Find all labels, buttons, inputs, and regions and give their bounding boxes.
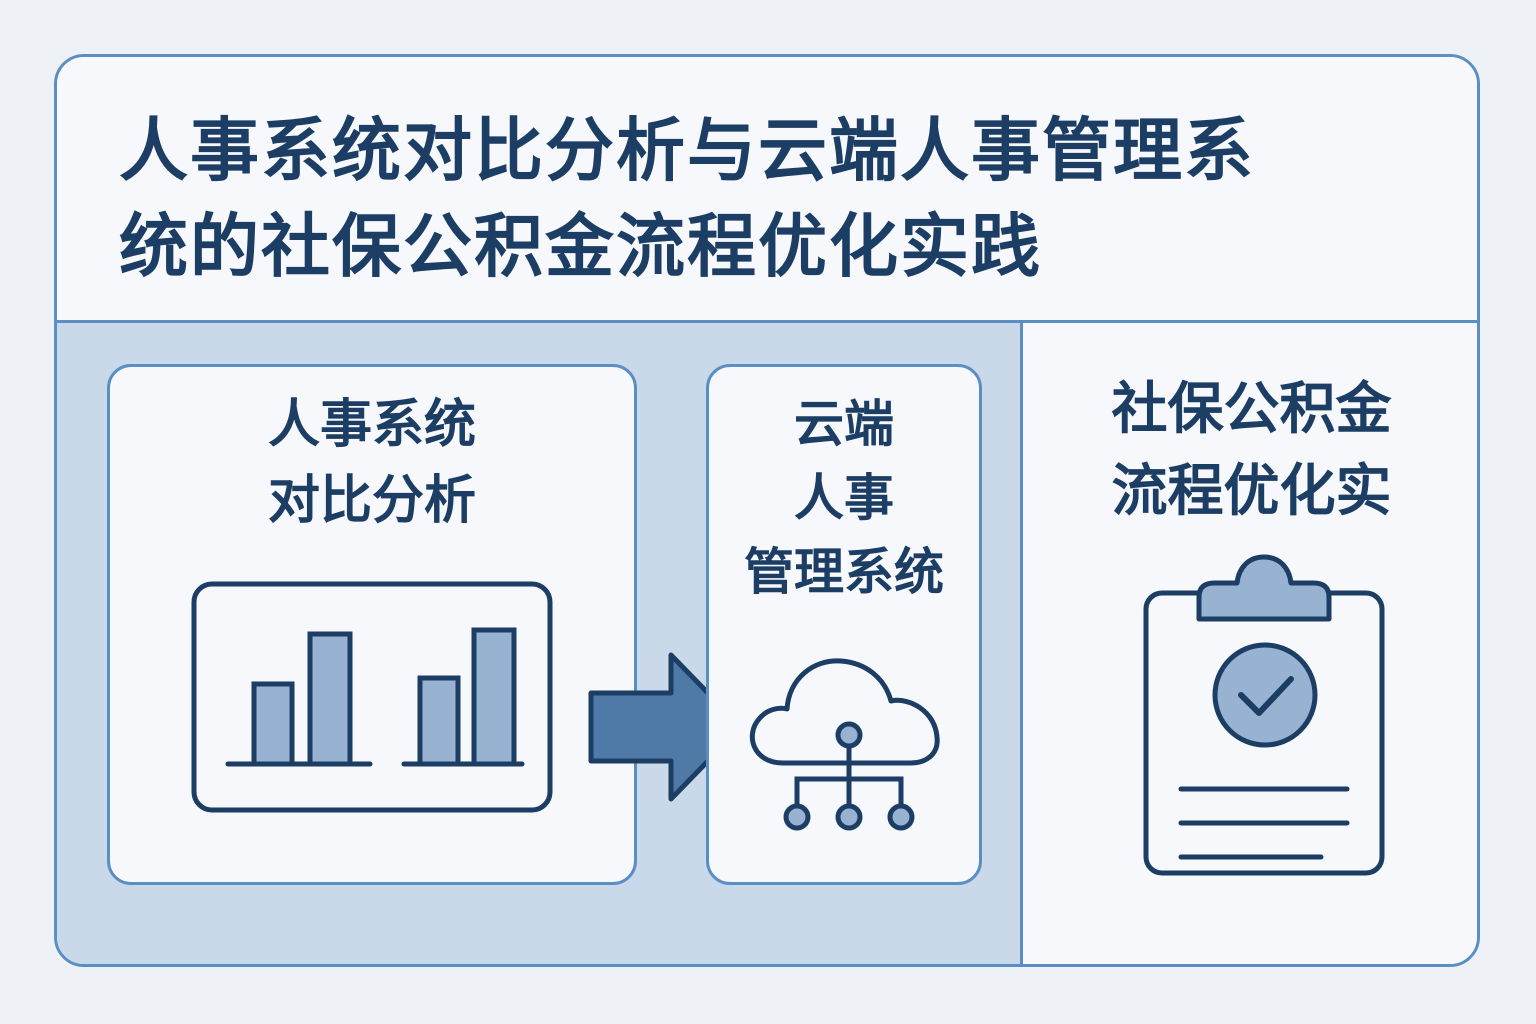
title-line-2: 统的社保公积金流程优化实践 — [119, 207, 1042, 287]
cloud-hr-title-line-1: 云端 — [794, 395, 894, 453]
cloud-network-icon — [749, 658, 940, 831]
bar — [471, 627, 517, 767]
check-circle-icon — [1212, 642, 1318, 748]
cloud-hr-title: 云端 人事 管理系统 — [709, 387, 979, 609]
title-line-1: 人事系统对比分析与云端人事管理系 — [119, 111, 1255, 191]
cloud-hr-title-line-2: 人事 — [794, 469, 894, 527]
diagram-frame: 人事系统对比分析与云端人事管理系 统的社保公积金流程优化实践 人事系统 对比分析 — [54, 54, 1480, 967]
network-hub-node — [835, 721, 863, 749]
hr-comparison-title: 人事系统 对比分析 — [110, 387, 634, 539]
social-security-title-line-1: 社保公积金 — [1111, 377, 1392, 442]
clipboard-check-icon — [1143, 554, 1385, 876]
hr-comparison-card: 人事系统 对比分析 — [107, 364, 637, 885]
right-panel: 社保公积金 流程优化实 — [1023, 323, 1477, 964]
left-panel: 人事系统 对比分析 云端 — [57, 323, 1023, 964]
bar-group-left — [225, 631, 373, 767]
cloud-hr-card: 云端 人事 管理系统 — [706, 364, 982, 885]
bar-chart-icon — [191, 581, 553, 813]
bar-group-right — [401, 627, 525, 767]
bar — [251, 681, 295, 767]
page-title: 人事系统对比分析与云端人事管理系 统的社保公积金流程优化实践 — [119, 103, 1459, 295]
hr-comparison-title-line-1: 人事系统 — [267, 395, 476, 455]
bar — [307, 631, 353, 767]
network-node — [887, 803, 915, 831]
bar — [417, 675, 461, 767]
social-security-title: 社保公积金 流程优化实 — [1023, 369, 1477, 533]
network-node — [783, 803, 811, 831]
header: 人事系统对比分析与云端人事管理系 统的社保公积金流程优化实践 — [57, 57, 1477, 323]
cloud-hr-title-line-3: 管理系统 — [744, 543, 944, 601]
network-node — [835, 803, 863, 831]
hr-comparison-title-line-2: 对比分析 — [267, 471, 476, 531]
social-security-title-line-2: 流程优化实 — [1111, 459, 1392, 524]
